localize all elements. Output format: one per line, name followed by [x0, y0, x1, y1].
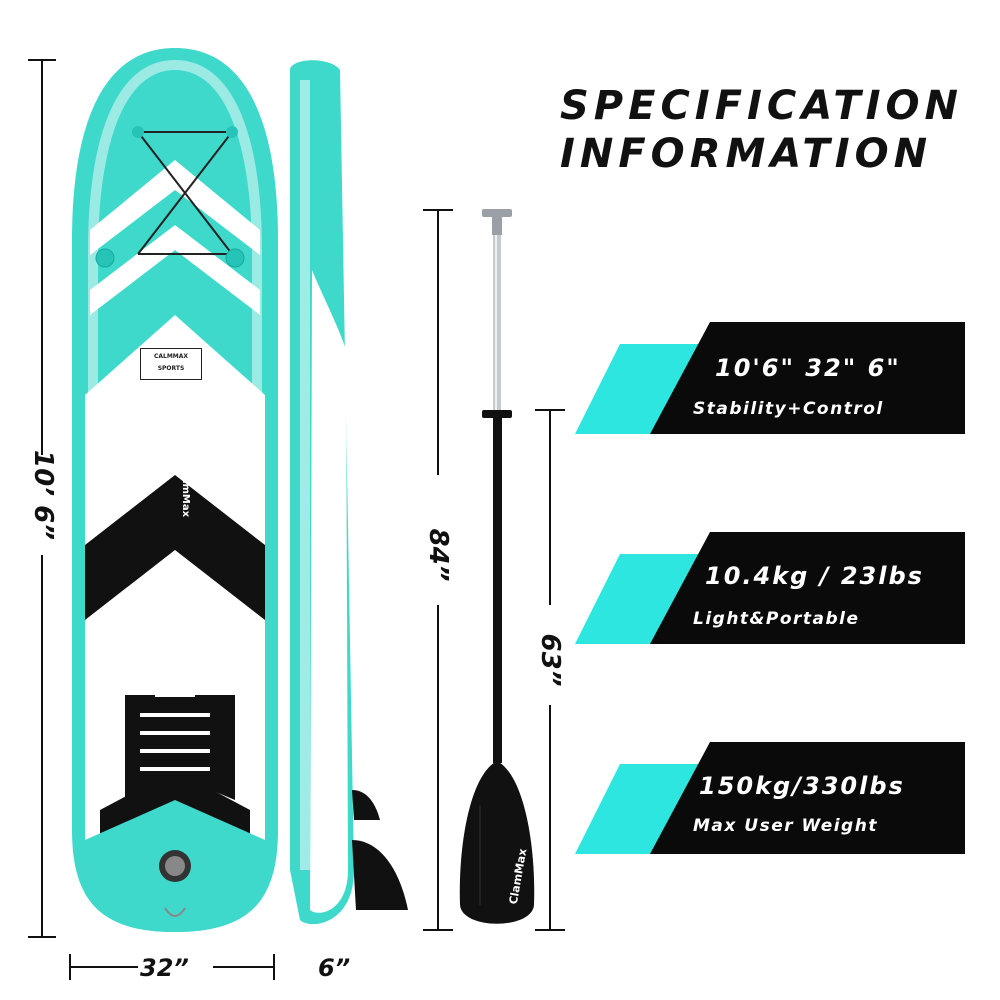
spec-1-main: 10'6" 32" 6": [715, 354, 901, 382]
paddle-full-length-label: 84”: [423, 528, 453, 582]
spec-band-1: 10'6" 32" 6" Stability+Control: [575, 322, 965, 434]
board-top-view: [72, 48, 278, 932]
spec-3-main: 150kg/330lbs: [699, 772, 905, 800]
paddle-image: [459, 209, 535, 924]
board-length-label: 10’ 6”: [28, 450, 58, 540]
spec-title-line1: SPECIFICATION: [560, 83, 964, 129]
spec-2-main: 10.4kg / 23lbs: [705, 562, 924, 590]
fin-icon: [352, 840, 408, 910]
board-side-view: [290, 60, 408, 925]
board-thickness-label: 6”: [318, 954, 351, 982]
spec-band-2: 10.4kg / 23lbs Light&Portable: [575, 532, 965, 644]
board-width-label: 32”: [140, 954, 189, 982]
spec-3-sub: Max User Weight: [693, 816, 878, 836]
paddle-full-dimension-line: [423, 209, 453, 931]
paddle-short-dimension-line: [535, 409, 565, 931]
spec-title-line2: INFORMATION: [560, 131, 933, 177]
board-side-text: SPORTS: [316, 723, 344, 830]
bungee-cord: [95, 126, 245, 268]
spec-band-3: 150kg/330lbs Max User Weight: [575, 742, 965, 854]
board-logo-mid: ClamMax: [180, 465, 192, 518]
board-width-dimension-line: [69, 954, 275, 980]
board-logo-badge: CALMMAX SPORTS: [140, 348, 202, 380]
spec-2-sub: Light&Portable: [693, 609, 860, 629]
spec-1-sub: Stability+Control: [693, 399, 884, 419]
board-length-dimension-line: [28, 59, 56, 938]
